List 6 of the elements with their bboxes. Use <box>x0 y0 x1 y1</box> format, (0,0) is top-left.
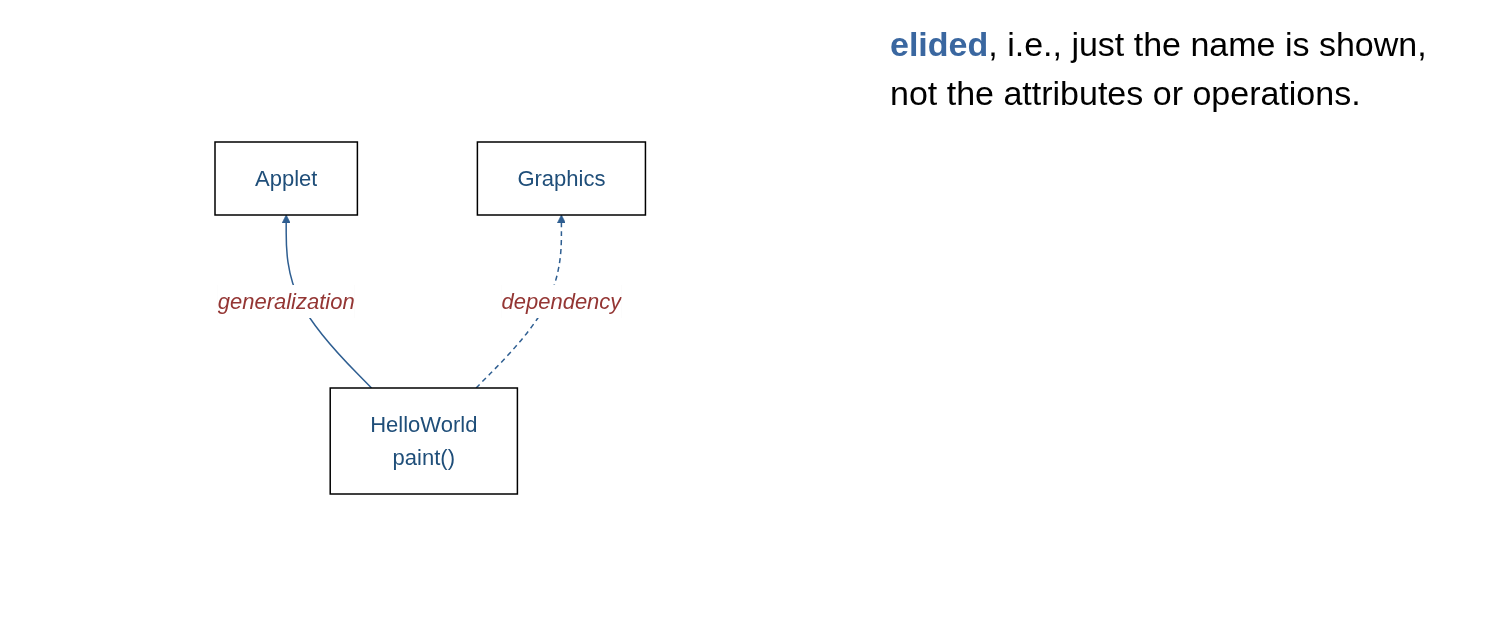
arrow <box>475 214 566 389</box>
node-box: Applet <box>214 141 358 216</box>
node-box: Graphics <box>476 141 646 216</box>
node-box: HelloWorld paint() <box>329 387 518 495</box>
edge-label: generalization <box>217 289 355 314</box>
note-text: elided, i.e., just the name is shown, not the attributes or operations. <box>890 24 1428 115</box>
